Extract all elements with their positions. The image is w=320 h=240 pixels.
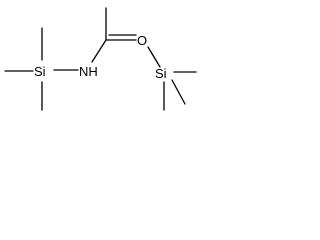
structure-diagram: Si NH O Si — [0, 0, 200, 115]
molecule-drawing: Si NH O Si — [4, 7, 197, 111]
atom-si-left: Si — [34, 64, 46, 79]
bonds — [4, 7, 197, 111]
atom-nh: NH — [79, 64, 98, 79]
atom-labels: Si NH O Si — [34, 33, 167, 81]
atom-si-right: Si — [155, 66, 167, 81]
bond-si-right-methyl-lowright — [171, 79, 186, 105]
bond-n-c — [91, 39, 107, 63]
atom-o: O — [137, 33, 147, 48]
bond-o-si — [147, 46, 161, 68]
